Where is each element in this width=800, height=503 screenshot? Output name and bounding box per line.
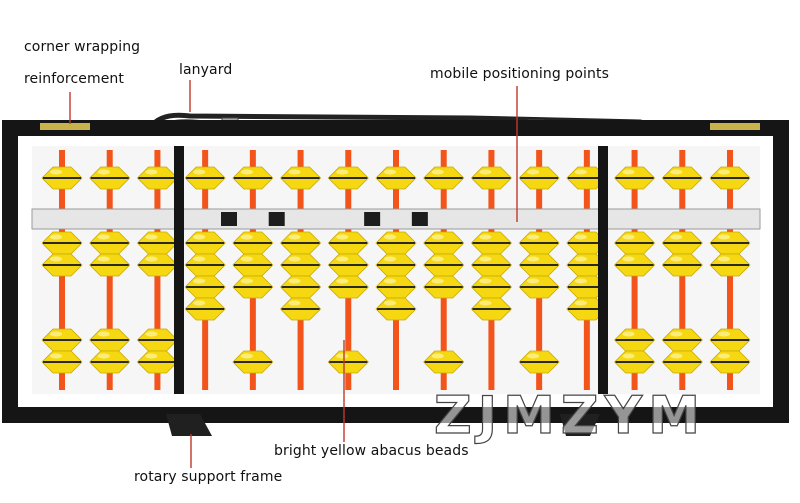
abacus-bead <box>41 166 83 190</box>
abacus-bead <box>375 297 417 321</box>
abacus-bead <box>41 350 83 374</box>
label-abacus-beads: bright yellow abacus beads <box>274 443 469 459</box>
label-support-frame: rotary support frame <box>134 469 283 485</box>
abacus-bead <box>232 275 274 299</box>
abacus-bead <box>566 166 608 190</box>
abacus-bead <box>232 253 274 277</box>
abacus-bead <box>614 253 656 277</box>
abacus-bead <box>518 166 560 190</box>
label-mobile-positioning: mobile positioning points <box>430 66 609 82</box>
abacus-bead <box>89 328 131 352</box>
abacus-bead <box>232 350 274 374</box>
abacus-bead <box>89 253 131 277</box>
abacus-bead <box>232 166 274 190</box>
abacus-bead <box>184 253 226 277</box>
abacus-bead <box>375 275 417 299</box>
abacus-bead <box>470 275 512 299</box>
abacus-bead <box>375 231 417 255</box>
label-corner-wrapping: corner wrapping <box>24 39 141 55</box>
abacus-bead <box>375 166 417 190</box>
abacus-bead <box>614 350 656 374</box>
beam-marker <box>221 212 237 226</box>
abacus-bead <box>709 350 751 374</box>
abacus-bead <box>423 275 465 299</box>
abacus-bead <box>470 231 512 255</box>
abacus-bead <box>327 253 369 277</box>
abacus-bead <box>661 350 703 374</box>
support-frame-right <box>560 414 600 436</box>
abacus-bead <box>470 166 512 190</box>
abacus-bead <box>423 350 465 374</box>
abacus-bead <box>89 231 131 255</box>
abacus-bead <box>423 166 465 190</box>
abacus-bead <box>709 253 751 277</box>
abacus-bead <box>327 166 369 190</box>
abacus-bead <box>518 275 560 299</box>
abacus-bead <box>661 231 703 255</box>
abacus-bead <box>136 350 178 374</box>
abacus-bead <box>470 297 512 321</box>
beam-marker <box>268 212 285 226</box>
abacus-bead <box>423 253 465 277</box>
abacus-bead <box>41 231 83 255</box>
abacus-bead <box>184 166 226 190</box>
abacus-bead <box>661 328 703 352</box>
abacus-bead <box>661 166 703 190</box>
abacus-bead <box>327 231 369 255</box>
label-lanyard: lanyard <box>179 62 233 78</box>
abacus-bead <box>709 231 751 255</box>
label-reinforcement: reinforcement <box>24 71 124 87</box>
corner-plate-right <box>710 123 760 130</box>
abacus-frame <box>2 120 789 423</box>
abacus-bead <box>280 253 322 277</box>
abacus-bead <box>327 350 369 374</box>
abacus-bead <box>280 297 322 321</box>
abacus-beam <box>31 208 761 230</box>
abacus-bead <box>518 350 560 374</box>
abacus-bead <box>614 166 656 190</box>
abacus-bead <box>423 231 465 255</box>
abacus-bead <box>709 166 751 190</box>
divider-post-right <box>598 146 608 394</box>
divider-post-left <box>174 146 184 394</box>
beam-marker <box>364 212 381 226</box>
abacus-bead <box>280 166 322 190</box>
corner-plate-left <box>40 123 90 130</box>
beam-marker <box>411 212 428 226</box>
abacus-bead <box>41 253 83 277</box>
abacus-bead <box>89 350 131 374</box>
abacus-bead <box>232 231 274 255</box>
watermark-text: ZJMZYM <box>434 386 706 446</box>
abacus-bead <box>136 253 178 277</box>
abacus-bead <box>661 253 703 277</box>
abacus-bead <box>136 231 178 255</box>
abacus-bead <box>518 231 560 255</box>
abacus-bead <box>327 275 369 299</box>
support-frame-left <box>166 414 212 436</box>
abacus-bead <box>89 166 131 190</box>
abacus-bead <box>709 328 751 352</box>
abacus-bead <box>184 297 226 321</box>
abacus-bead <box>280 231 322 255</box>
